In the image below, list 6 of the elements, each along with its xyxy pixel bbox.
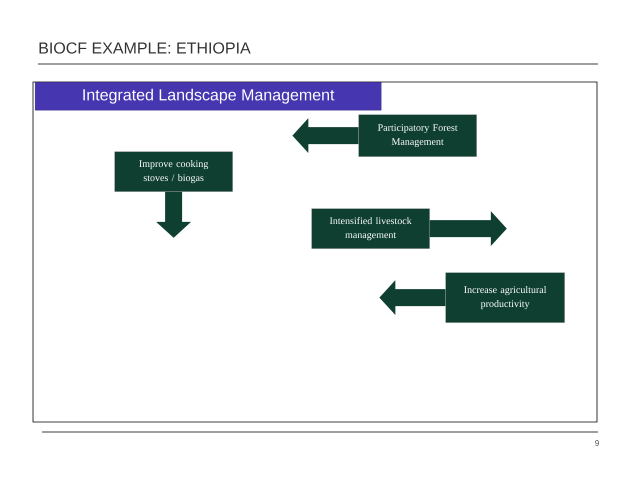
process-box: Participatory Forest Management — [358, 114, 477, 157]
process-box: Increase agricultural productivity — [445, 272, 565, 323]
process-box: Improve cooking stoves / biogas — [114, 151, 233, 192]
slide-title: BIOCF EXAMPLE: ETHIOPIA — [40, 42, 251, 54]
page-number: 9 — [595, 440, 599, 446]
process-box: Intensified livestock management — [311, 208, 430, 249]
